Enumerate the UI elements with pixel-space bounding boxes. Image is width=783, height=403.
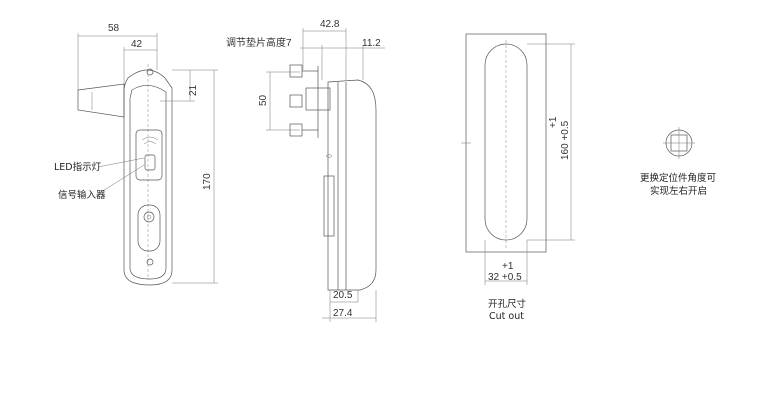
- dim-overall: 27.4: [333, 308, 353, 319]
- cutout-title-cn: 开孔尺寸: [488, 298, 527, 310]
- cutout-title-en: Cut out: [489, 311, 524, 322]
- dim-cutout-height-tol: +1: [548, 116, 559, 128]
- dim-total-depth: 42.8: [320, 19, 340, 30]
- dim-cutout-width-tol: +1: [502, 261, 514, 272]
- dim-depth-right: 11.2: [362, 38, 381, 49]
- dim-spacing: 50: [258, 94, 269, 106]
- dim-base: 20.5: [333, 290, 353, 301]
- dim-height: 170: [202, 173, 213, 190]
- label-adjust-shim: 调节垫片高度7: [226, 36, 292, 49]
- dim-top-offset: 21: [188, 84, 199, 96]
- positioning-square: 更换定位件角度可 实现左右开启: [640, 127, 716, 197]
- label-signal-input: 信号输入器: [58, 189, 106, 201]
- dim-width-inner: 42: [131, 39, 143, 50]
- square-note-line2: 实现左右开启: [650, 185, 707, 197]
- dim-width-outer: 58: [108, 23, 120, 34]
- dim-cutout-height: 160 +0.5: [560, 120, 571, 160]
- label-led-indicator: LED指示灯: [54, 161, 102, 173]
- side-view: 42.8 调节垫片高度7 11.2 50 20.5 27.4: [226, 19, 385, 322]
- cutout-view: +1 160 +0.5 +1 32 +0.5 开孔尺寸 Cut out: [461, 33, 575, 322]
- dim-cutout-width: 32 +0.5: [488, 272, 522, 283]
- square-note-line1: 更换定位件角度可: [640, 172, 716, 184]
- front-view: 58 42 21 170 LED指示灯 信号输入器: [54, 23, 218, 286]
